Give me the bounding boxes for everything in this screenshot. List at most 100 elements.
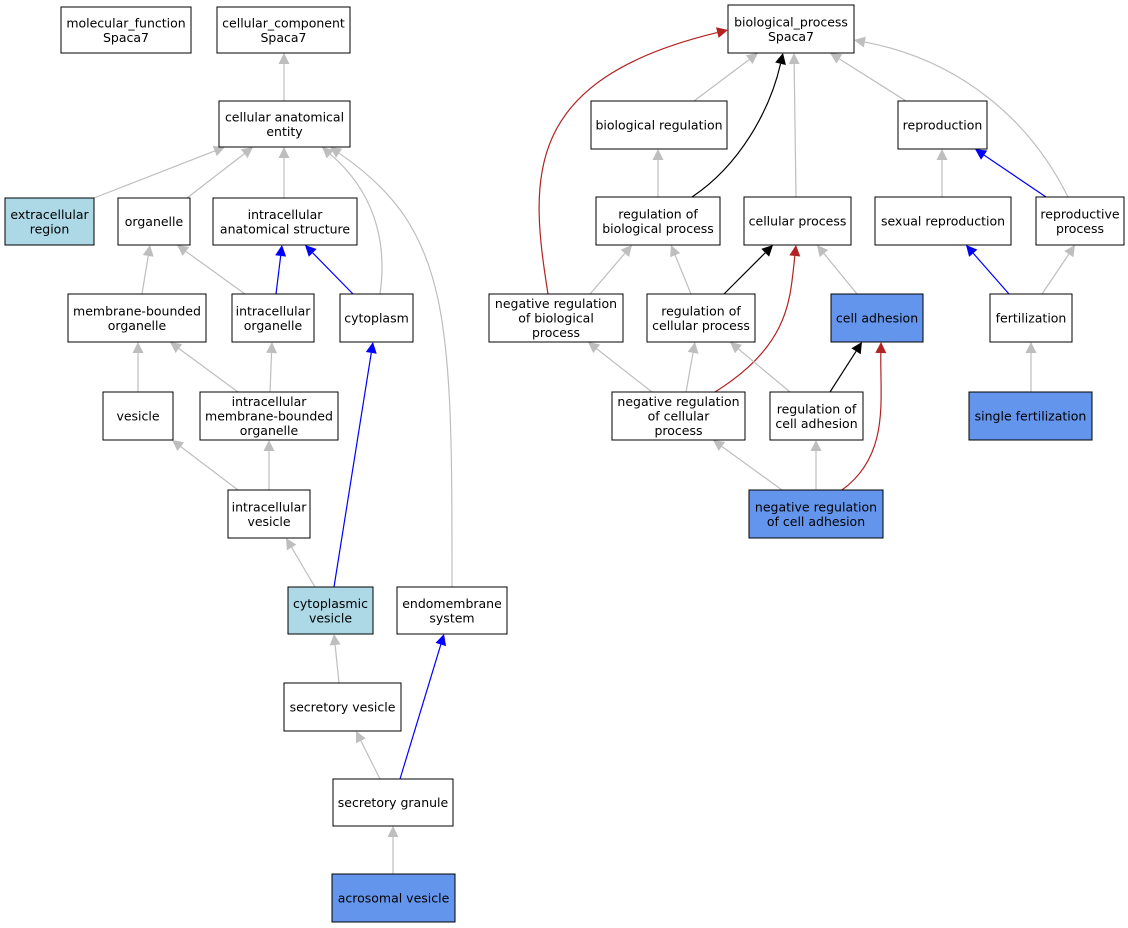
node-secretory-granule: secretory granule (332, 778, 454, 827)
node-box (897, 100, 988, 150)
node-label-line: negative regulation (755, 499, 877, 514)
edge-regulation-of-cellular-process-to-cellular-process (723, 245, 773, 295)
node-label-line: Spaca7 (768, 29, 814, 44)
node-acrosomal-vesicle: acrosomal vesicle (331, 873, 456, 923)
node-label-line: cellular process (652, 318, 750, 333)
edge-cellular-anatomical-entity-to-cellular-component (278, 53, 290, 101)
node-label-line: process (532, 325, 580, 340)
node-box (989, 293, 1073, 343)
node-label-line: endomembrane (402, 596, 502, 611)
edge-line (838, 58, 907, 102)
node-box (646, 293, 756, 343)
node-reproduction: reproduction (897, 100, 988, 150)
edge-line (269, 352, 273, 393)
node-box (488, 293, 624, 343)
node-box (332, 778, 454, 827)
edge-regulation-of-cell-adhesion-to-regulation-of-cellular-process (730, 342, 791, 393)
edge-line (693, 59, 750, 102)
node-box (590, 100, 728, 150)
arrowhead (330, 147, 343, 158)
edge-biological-regulation-to-biological-process (693, 53, 758, 102)
edge-line (360, 740, 381, 780)
edge-line (691, 63, 782, 198)
edge-layer (93, 27, 1075, 874)
edge-reproductive-process-to-biological-process (854, 36, 1069, 198)
node-label-line: anatomical structure (220, 221, 350, 236)
edge-line (864, 41, 1069, 198)
arrowhead (142, 245, 154, 257)
edge-secretory-granule-to-secretory-vesicle (356, 731, 381, 780)
edge-regulation-of-cellular-process-to-regulation-of-biological-process (670, 245, 692, 295)
node-label-line: reproductive (1040, 206, 1120, 221)
edge-line (793, 63, 797, 198)
arrowhead (775, 53, 786, 65)
arrowhead (435, 634, 447, 647)
edge-line (291, 547, 316, 588)
node-box (874, 196, 1012, 246)
arrowhead (286, 538, 297, 551)
node-organelle: organelle (117, 197, 191, 246)
edge-intracellular-organelle-to-organelle (177, 245, 246, 295)
arrowhead (875, 342, 887, 354)
node-label-line: cellular_component (222, 15, 345, 30)
edge-secretory-vesicle-to-cytoplasmic-vesicle (329, 634, 341, 684)
node-box (748, 489, 884, 539)
arrowhead (975, 149, 988, 160)
node-label-line: extracellular (10, 207, 89, 222)
node-label-line: Spaca7 (103, 30, 149, 45)
node-box (830, 293, 924, 343)
arrowhead (854, 36, 866, 48)
node-box (769, 391, 864, 441)
edge-line (333, 352, 372, 588)
arrowhead (305, 245, 317, 257)
node-label-line: organelle (125, 214, 184, 229)
node-label-line: negative regulation (495, 296, 617, 311)
edge-intracellular-vesicle-to-vesicle (172, 440, 239, 491)
node-label-line: organelle (244, 318, 303, 333)
edge-line (972, 252, 1010, 295)
node-label-line: single fertilization (975, 409, 1087, 424)
arrowhead (761, 245, 773, 257)
node-label-line: of cellular (648, 409, 711, 424)
edge-intracellular-membrane-bounded-organelle-to-membrane-bounded-organelle (170, 342, 239, 393)
edge-line (538, 31, 718, 295)
edge-line (1041, 253, 1070, 295)
arrowhead (830, 53, 843, 64)
node-label-line: cell adhesion (775, 416, 857, 431)
arrowhead (936, 149, 948, 160)
node-box (4, 197, 95, 246)
edge-line (685, 352, 694, 393)
node-box (611, 391, 746, 441)
node-label-line: biological process (602, 221, 714, 236)
edge-endomembrane-system-to-cellular-anatomical-entity (330, 147, 453, 588)
edge-negative-regulation-of-biological-process-to-biological-process (538, 27, 728, 295)
arrowhead (322, 147, 334, 159)
node-box (102, 391, 174, 441)
node-label-line: sexual reproduction (881, 214, 1005, 229)
edge-organelle-to-cellular-anatomical-entity (186, 147, 253, 199)
edge-intracellular-anatomical-structure-to-cellular-anatomical-entity (278, 147, 290, 198)
node-label-line: regulation of (777, 401, 857, 416)
node-box (218, 100, 351, 148)
node-label-line: Spaca7 (260, 30, 306, 45)
node-label-line: of cell adhesion (767, 514, 865, 529)
node-label-line: region (30, 221, 70, 236)
edge-negative-regulation-of-cell-adhesion-to-cell-adhesion (841, 342, 887, 491)
arrowhead (789, 245, 801, 257)
arrowhead (966, 245, 978, 257)
edge-membrane-bounded-organelle-to-organelle (141, 245, 154, 295)
node-label-line: cytoplasmic (293, 596, 368, 611)
arrowhead (365, 342, 377, 354)
edge-extracellular-region-to-cellular-anatomical-entity (93, 145, 225, 199)
node-label-line: intracellular (236, 303, 312, 318)
edge-line (589, 252, 626, 295)
arrowhead (670, 245, 681, 258)
node-box (231, 293, 315, 343)
arrowhead (263, 440, 275, 451)
